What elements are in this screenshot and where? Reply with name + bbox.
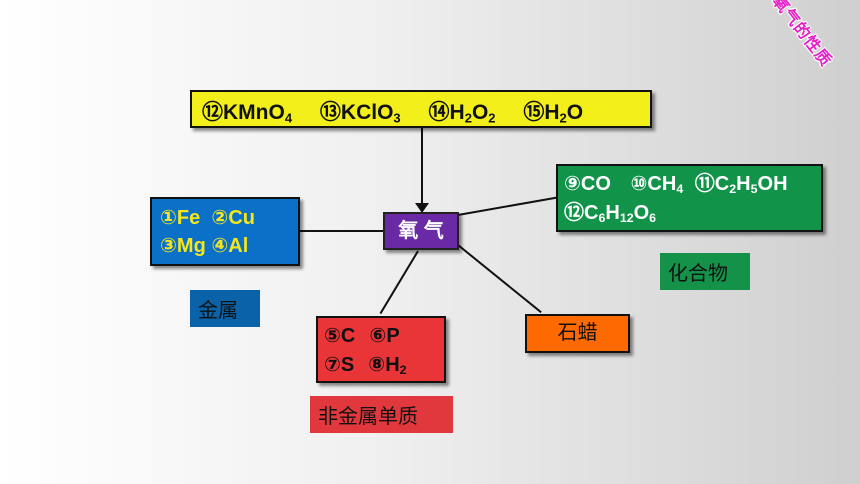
formula-kmno4: ⑫KMnO4 [202,101,293,126]
connector-nonmetals [379,250,419,315]
connector-metals [300,230,384,232]
formula-h2o2: ⑭H2O2 [428,101,496,126]
metals-line-1: ①Fe ②Cu [160,207,255,229]
connector-wax [457,244,542,314]
compounds-line-2: ⑫C6H12O6 [564,202,657,226]
formula-h2o: ⑮H2O [523,101,584,126]
connector-compounds [457,196,558,216]
arrowhead-icon [415,203,429,213]
decomposition-box: ⑫KMnO4 ⑬KClO3 ⑭H2O2 ⑮H2O [190,90,652,128]
wax-box: 石蜡 [525,314,630,353]
metals-label: 金属 [190,290,260,327]
metals-box: ①Fe ②Cu ③Mg ④Al [150,197,300,266]
connector-top [421,128,423,208]
compounds-box: ⑨CO ⑩CH4 ⑪C2H5OH ⑫C6H12O6 [556,164,823,232]
corner-title: 氧气的性质 [768,0,835,71]
compounds-label: 化合物 [660,253,750,290]
metals-line-2: ③Mg ④Al [160,235,249,257]
nonmetals-label: 非金属单质 [310,396,453,433]
compounds-line-1: ⑨CO ⑩CH4 ⑪C2H5OH [564,173,788,197]
oxygen-node: 氧 气 [383,212,459,250]
formula-kclo3: ⑬KClO3 [319,101,401,126]
